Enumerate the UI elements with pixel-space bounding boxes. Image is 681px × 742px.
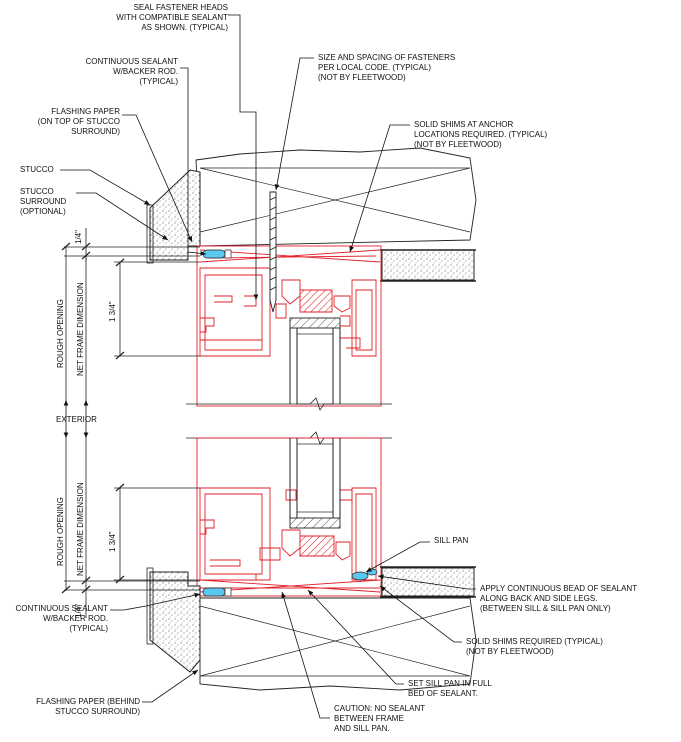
dimension-arrows: [63, 400, 89, 438]
stucco-top: [146, 169, 201, 264]
sill-glazing: [289, 438, 341, 529]
label-solid-shims-anchor: SOLID SHIMS AT ANCHOR LOCATIONS REQUIRED…: [414, 120, 548, 149]
label-exterior: EXTERIOR: [56, 415, 97, 424]
stucco-bottom: [146, 567, 201, 673]
sill-frame: [196, 437, 382, 597]
label-sill-pan: SILL PAN: [434, 536, 469, 545]
break-lines: [186, 397, 392, 445]
label-set-sill-pan: SET SILL PAN IN FULL BED OF SEALANT.: [408, 679, 492, 698]
dim-quarter-bottom: 1/4": [74, 604, 83, 618]
label-continuous-sealant-bottom: CONTINUOUS SEALANT W/BACKER ROD. (TYPICA…: [15, 604, 108, 633]
head-wall-top: [195, 147, 477, 247]
label-flashing-paper-bottom: FLASHING PAPER (BEHIND STUCCO SURROUND): [36, 697, 140, 716]
dim-one-three-quarter-bottom: 1 3/4": [108, 531, 117, 552]
label-seal-fastener: SEAL FASTENER HEADS WITH COMPATIBLE SEAL…: [116, 3, 228, 32]
leader-lines: [60, 14, 476, 719]
dim-net-frame-top: NET FRAME DIMENSION: [76, 282, 85, 376]
dimension-ticks: [61, 242, 125, 594]
label-apply-bead: APPLY CONTINUOUS BEAD OF SEALANT ALONG B…: [480, 584, 638, 613]
label-flashing-paper-top: FLASHING PAPER (ON TOP OF STUCCO SURROUN…: [37, 107, 120, 136]
sill-wall: [199, 597, 477, 691]
dim-quarter-top: 1/4": [74, 230, 83, 244]
dim-one-three-quarter-top: 1 3/4": [108, 301, 117, 322]
head-fastener: [269, 191, 277, 313]
label-stucco-surround: STUCCO SURROUND (OPTIONAL): [20, 187, 67, 216]
label-size-spacing: SIZE AND SPACING OF FASTENERS PER LOCAL …: [318, 53, 456, 82]
sill-insulation: [380, 566, 476, 598]
dim-net-frame-bottom: NET FRAME DIMENSION: [76, 482, 85, 576]
label-caution: CAUTION: NO SEALANT BETWEEN FRAME AND SI…: [334, 704, 426, 733]
label-continuous-sealant-top: CONTINUOUS SEALANT W/BACKER ROD. (TYPICA…: [85, 57, 178, 86]
head-frame: [196, 245, 382, 407]
dim-rough-opening-bottom: ROUGH OPENING: [56, 497, 65, 566]
head-sealant: [202, 249, 232, 259]
dimension-lines: [64, 228, 200, 618]
sill-sealant: [202, 568, 378, 597]
label-solid-shims-required: SOLID SHIMS REQUIRED (TYPICAL) (NOT BY F…: [466, 637, 603, 656]
head-insulation: [380, 249, 476, 282]
head-glazing: [289, 317, 341, 405]
dim-rough-opening-top: ROUGH OPENING: [56, 299, 65, 368]
label-stucco: STUCCO: [20, 165, 54, 174]
